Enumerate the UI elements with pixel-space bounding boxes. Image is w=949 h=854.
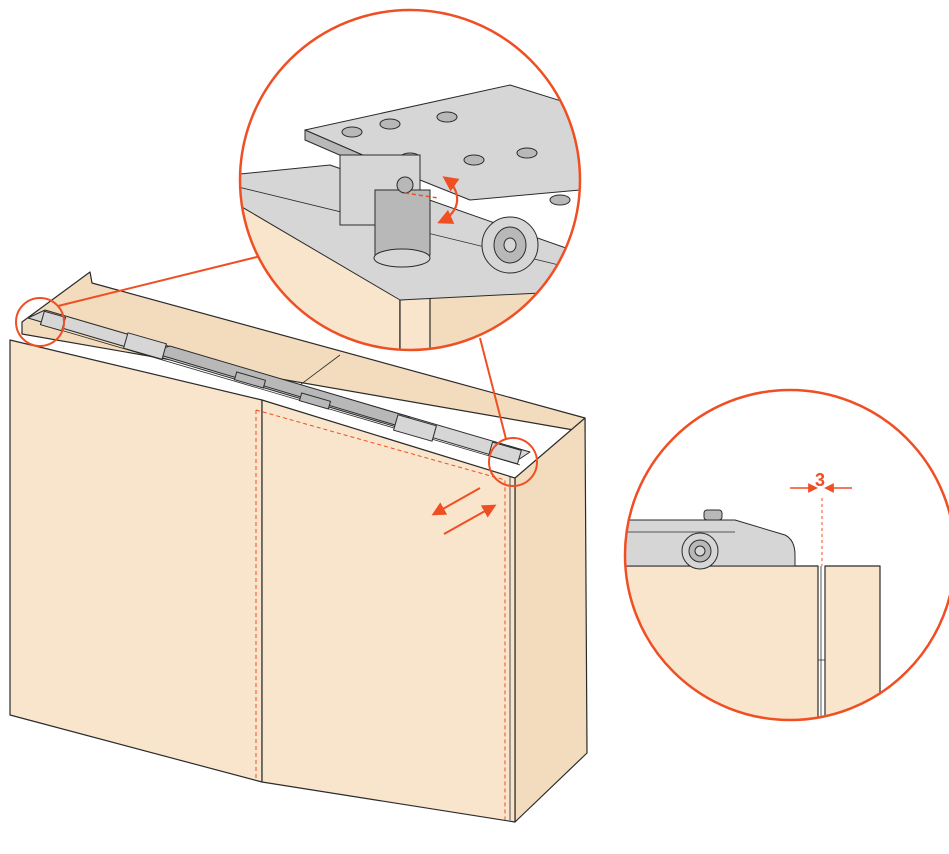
right-door [261,399,516,823]
gap-dimension-label: 3 [815,470,825,490]
magnified-view-gap: 3 [623,388,949,722]
rotation-arrow [437,176,460,224]
cabinet [9,254,588,823]
sliding-track [27,309,531,466]
door-panel-right [824,565,881,720]
cabinet-divider [299,354,341,386]
callout-left-corner [15,297,65,347]
door-panel-left [625,565,819,720]
magnified-view-top [238,8,582,352]
left-door [9,339,263,783]
door-adjustment-outline [255,409,506,820]
adjusting-screw [396,176,414,194]
plate-bolts [341,111,571,206]
slide-arrows [431,487,497,535]
leader-line-left [57,254,266,307]
callout-right-corner [488,437,538,487]
cabinet-right-side [514,417,588,823]
leader-line-right [479,337,507,440]
